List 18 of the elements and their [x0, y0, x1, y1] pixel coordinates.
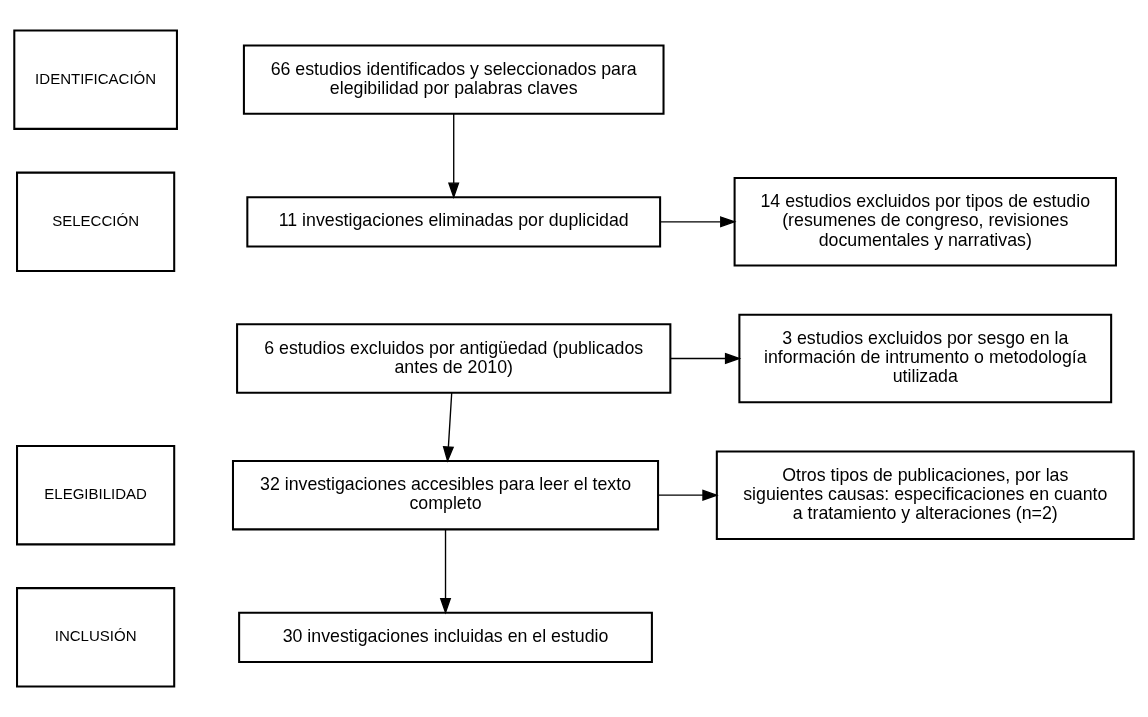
node-box: 3 estudios excluidos por sesgo en la información de intrumento o metodología utilizada — [738, 313, 1113, 404]
node-box: 6 estudios excluidos por antigüedad (publicados antes de 2010) — [236, 323, 672, 394]
node-box: SELECCIÓN — [16, 171, 176, 273]
arrow — [439, 528, 452, 615]
node-box: 11 investigaciones eliminadas por duplicidad — [246, 196, 662, 248]
node-box: 14 estudios excluidos por tipos de estudio (resumenes de congreso, revisiones documentales y narrativas) — [733, 177, 1117, 267]
node-box: 66 estudios identificados y seleccionados para elegibilidad por palabras claves — [242, 44, 665, 115]
node-box: INCLUSIÓN — [16, 587, 176, 688]
arrow — [659, 216, 737, 228]
node-box: Otros tipos de publicaciones, por las siguientes causas: especificaciones en cuanto a tratamiento y alteraciones (n=2) — [715, 450, 1135, 540]
node-box: ELEGIBILIDAD — [16, 444, 176, 546]
node-box: IDENTIFICACIÓN — [13, 29, 178, 130]
arrow — [447, 113, 460, 199]
node-box: 32 investigaciones accesibles para leer el texto completo — [231, 460, 660, 531]
node-box: 30 investigaciones incluidas en el estudio — [238, 611, 653, 663]
arrow — [442, 392, 455, 463]
arrow — [657, 489, 719, 501]
arrow — [669, 352, 742, 365]
